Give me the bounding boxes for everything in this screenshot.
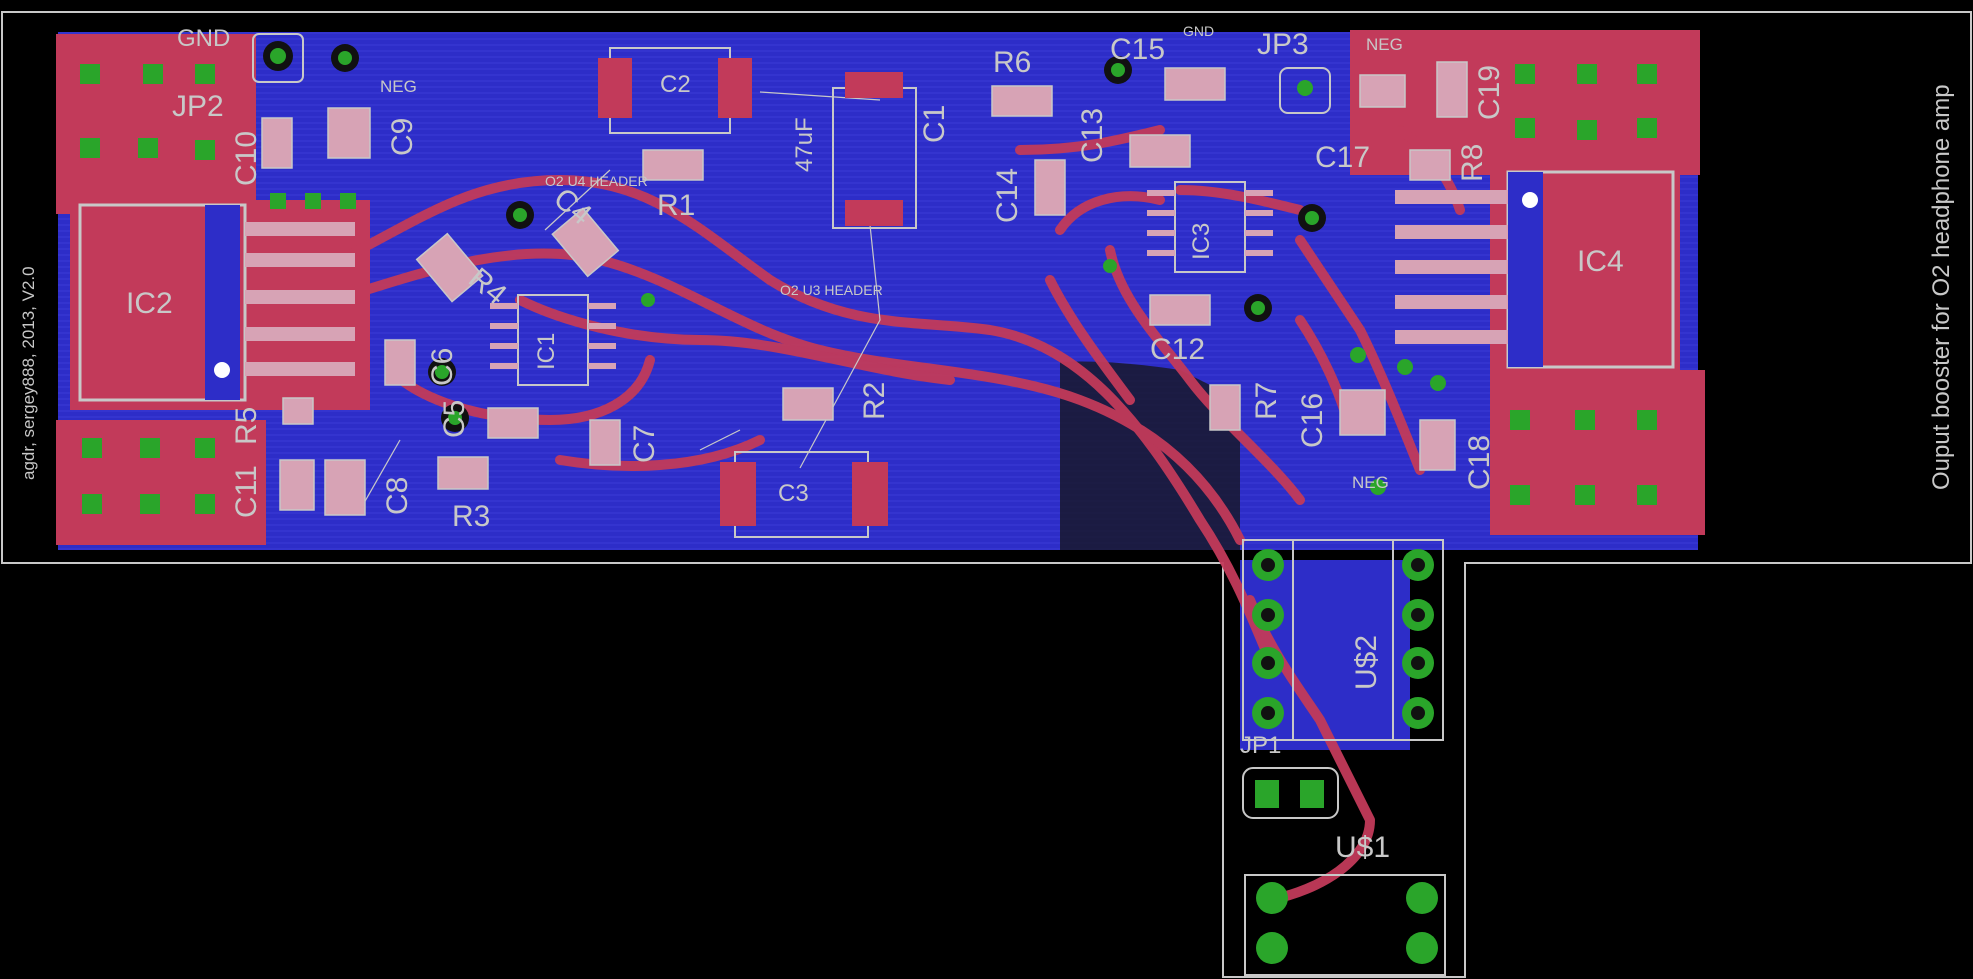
label-u1: U$1 — [1335, 831, 1391, 864]
label-r3: R3 — [452, 500, 491, 533]
label-c6: C6 — [426, 347, 459, 386]
label-neg-3: NEG — [1352, 473, 1389, 492]
u1-footprint — [1244, 874, 1446, 976]
label-c10: C10 — [230, 130, 263, 186]
label-c16: C16 — [1296, 392, 1329, 448]
label-c19: C19 — [1473, 64, 1506, 120]
gnd-pad — [252, 33, 304, 83]
label-c9: C9 — [386, 117, 419, 156]
label-c17: C17 — [1315, 141, 1371, 174]
label-r2: R2 — [858, 381, 891, 420]
c1-footprint — [832, 72, 917, 229]
board-outline — [1, 11, 1972, 978]
c1-value: 47uF — [791, 117, 818, 172]
connector-pads — [80, 64, 1657, 514]
label-ic3: IC3 — [1188, 222, 1215, 260]
label-r6: R6 — [993, 46, 1032, 79]
c3-footprint — [720, 451, 888, 538]
ic3-footprint — [1147, 181, 1273, 273]
label-ic4: IC4 — [1577, 245, 1624, 278]
label-c8: C8 — [381, 476, 414, 515]
label-c2: C2 — [660, 71, 691, 98]
label-c7: C7 — [628, 424, 661, 463]
ic1-footprint — [490, 294, 616, 386]
right-copper-top — [1350, 30, 1700, 175]
label-ic1: IC1 — [533, 332, 560, 370]
label-neg-2: NEG — [1366, 35, 1403, 54]
label-jp3: JP3 — [1257, 28, 1309, 61]
label-c18: C18 — [1463, 434, 1496, 490]
label-c13: C13 — [1076, 107, 1109, 163]
label-c1: C1 — [918, 104, 951, 143]
label-c12: C12 — [1150, 333, 1206, 366]
label-r5: R5 — [230, 406, 263, 445]
u2-footprint — [1242, 539, 1444, 741]
label-gnd-2: GND — [1183, 23, 1215, 39]
label-jp1: JP1 — [1240, 732, 1282, 759]
label-r1: R1 — [657, 189, 696, 222]
vias — [263, 41, 1446, 495]
u3-header-note: O2 U3 HEADER — [780, 282, 883, 298]
label-c3: C3 — [778, 480, 809, 507]
c2-footprint — [598, 47, 752, 134]
label-r8: R8 — [1456, 143, 1489, 182]
label-c15: C15 — [1110, 33, 1166, 66]
smd-passives — [261, 61, 1468, 516]
label-c5: C5 — [438, 399, 471, 438]
label-gnd-1: GND — [177, 25, 231, 52]
label-jp2: JP2 — [172, 90, 224, 123]
jp3-pad — [1279, 67, 1331, 114]
ic2-footprint — [78, 203, 355, 402]
right-copper-bottom — [1490, 370, 1705, 535]
jp1-footprint — [1242, 767, 1339, 819]
label-neg-1: NEG — [380, 77, 417, 96]
label-r7: R7 — [1250, 381, 1283, 420]
ic4-footprint — [1395, 170, 1675, 369]
label-ic2: IC2 — [126, 287, 173, 320]
u4-header-note: O2 U4 HEADER — [545, 173, 648, 189]
label-u2: U$2 — [1350, 634, 1383, 690]
left-copper-top — [56, 34, 256, 214]
label-c14: C14 — [991, 167, 1024, 223]
label-c11: C11 — [230, 465, 263, 518]
board-title: Ouput booster for O2 headphone amp — [1928, 84, 1955, 490]
author-note: agdr, sergey888, 2013, V2.0 — [19, 266, 38, 480]
